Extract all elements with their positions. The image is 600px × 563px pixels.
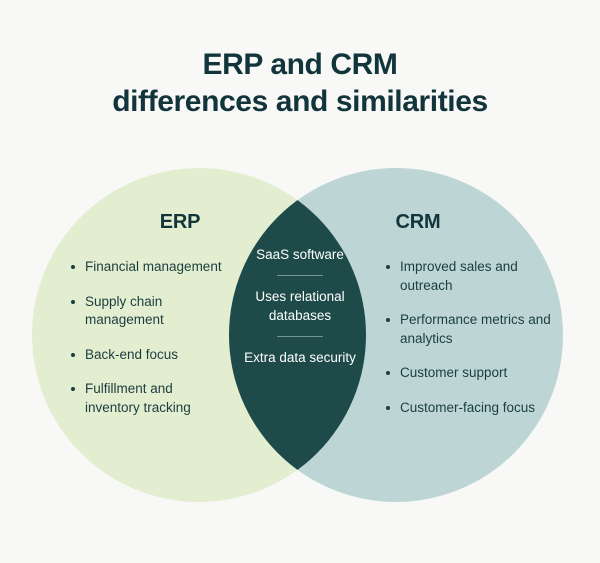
list-item: Back-end focus [70,346,230,365]
title-line-2: differences and similarities [112,85,488,118]
list-item-label: Improved sales and outreach [400,259,518,293]
erp-heading: ERP [159,211,201,233]
list-item-label: Back-end focus [85,346,179,362]
erp-list: Financial management Supply chain manage… [70,258,230,417]
list-item: Extra data security [244,350,356,365]
bullet-dot-icon [71,265,75,269]
bullet-dot-icon [386,371,390,375]
intersection-list: SaaS software Uses relational databases … [238,245,362,367]
page-title: ERP and CRM differences and similarities [0,46,600,120]
bullet-dot-icon [386,405,390,410]
list-item: SaaS software [256,247,344,262]
list-item-label: Fulfillment and inventory tracking [85,381,191,415]
list-item-label: Performance metrics and analytics [400,312,551,346]
list-item: Customer-facing focus [385,399,555,418]
list-item: Uses relational databases [255,289,345,323]
list-item-label: Customer support [400,365,508,380]
list-item: Customer support [385,364,555,383]
bullet-dot-icon [386,318,390,322]
list-item: Supply chain management [70,293,230,330]
center-divider [277,275,323,276]
list-item: Fulfillment and inventory tracking [70,380,230,417]
list-item-label: Customer-facing focus [400,399,536,415]
list-item-label: Financial management [85,259,222,274]
crm-list: Improved sales and outreach Performance … [385,258,555,417]
center-divider [277,336,323,337]
list-item: Improved sales and outreach [385,258,555,295]
crm-heading: CRM [395,211,441,233]
list-item: Performance metrics and analytics [385,311,555,348]
list-item-label: Supply chain management [85,293,164,328]
intersection-lens [229,168,366,502]
bullet-dot-icon [386,265,390,269]
bullet-dot-icon [71,299,75,304]
bullet-dot-icon [71,352,75,357]
bullet-dot-icon [71,387,75,391]
title-line-1: ERP and CRM [202,48,398,81]
list-item: Financial management [70,258,230,277]
